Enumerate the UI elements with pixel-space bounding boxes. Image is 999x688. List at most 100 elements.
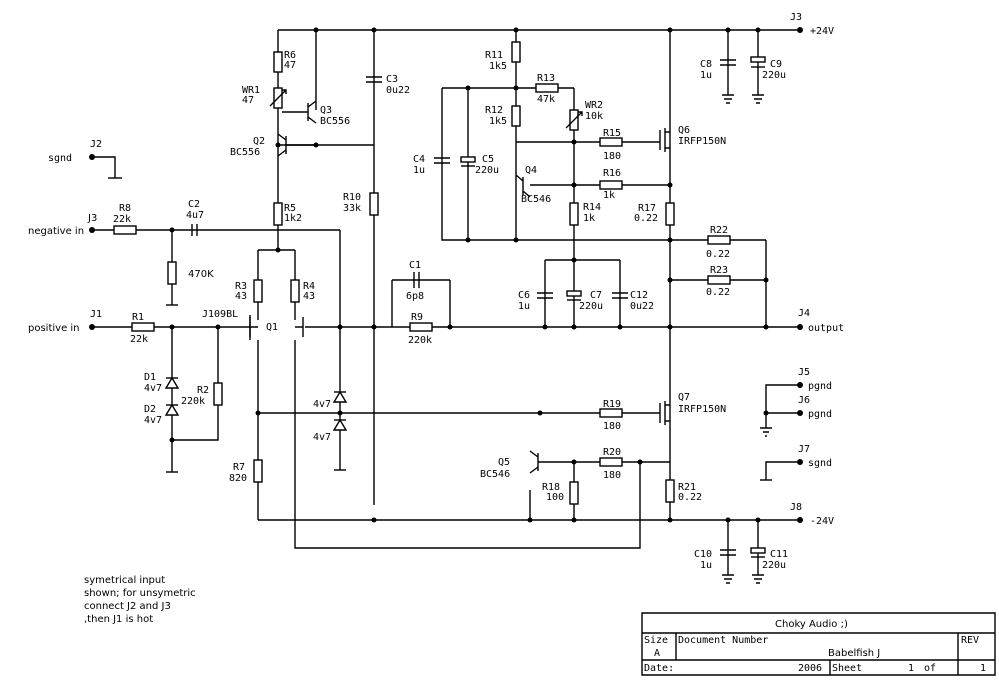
j8-ref: J8 — [790, 502, 802, 513]
r7-ref: R7 — [233, 462, 245, 473]
j8-net: -24V — [810, 516, 834, 527]
c9-value: 220u — [762, 70, 786, 81]
c9-ref: C9 — [770, 59, 782, 70]
r1-value: 22k — [130, 334, 148, 345]
r13-value: 47k — [537, 94, 555, 105]
c3-ref: C3 — [386, 74, 398, 85]
note-line-2: shown; for unsymetric — [84, 588, 196, 599]
j5-net: pgnd — [808, 381, 832, 392]
r13-ref: R13 — [537, 73, 555, 84]
d1-value: 4v7 — [144, 383, 162, 394]
c11-value: 220u — [762, 560, 786, 571]
tb-docnum: Babelfish J — [828, 648, 880, 659]
c12-ref: C12 — [630, 290, 648, 301]
q3-ref: Q3 — [320, 105, 332, 116]
q6-value: IRFP150N — [678, 136, 726, 147]
r19-ref: R19 — [603, 399, 621, 410]
r5-value: 1k2 — [284, 213, 302, 224]
r15-value: 180 — [603, 151, 621, 162]
tb-docnum-label: Document Number — [678, 635, 768, 646]
c5-value: 220u — [475, 165, 499, 176]
note-line-3: connect J2 and J3 — [84, 601, 171, 612]
j7-net: sgnd — [808, 458, 832, 469]
c2-value: 4u7 — [186, 210, 204, 221]
j3b-ref: J3 — [790, 12, 802, 23]
q3-value: BC556 — [320, 116, 350, 127]
q1-ref: Q1 — [266, 322, 278, 333]
r9-value: 220k — [408, 335, 432, 346]
r11-ref: R11 — [485, 50, 503, 61]
r21-ref: R21 — [678, 482, 696, 493]
tb-sheet-num: 1 — [908, 663, 914, 674]
j5-ref: J5 — [798, 367, 810, 378]
c3-value: 0u22 — [386, 85, 410, 96]
r16-ref: R16 — [603, 168, 621, 179]
r5-ref: R5 — [284, 203, 296, 214]
r19-value: 180 — [603, 421, 621, 432]
c7-ref: C7 — [590, 290, 602, 301]
r6-ref: R6 — [284, 50, 296, 61]
tb-date-label: Date: — [644, 663, 674, 674]
q7-value: IRFP150N — [678, 404, 726, 415]
design-note: symetrical input shown; for unsymetric c… — [84, 575, 196, 625]
r18-ref: R18 — [542, 482, 560, 493]
tb-size-label: Size — [644, 635, 668, 646]
junction-dots — [169, 27, 769, 523]
j2-net: sgnd — [48, 153, 72, 164]
tb-of-label: of — [924, 663, 936, 674]
tb-sheet-label: Sheet — [832, 663, 862, 674]
j1-net: positive in — [28, 323, 80, 334]
tb-date: 2006 — [798, 663, 822, 674]
j6-net: pgnd — [808, 409, 832, 420]
diodes — [164, 376, 348, 431]
j2-ref: J2 — [90, 139, 102, 150]
wr2-value: 10k — [585, 111, 603, 122]
r12-value: 1k5 — [489, 116, 507, 127]
j4-net: output — [808, 323, 844, 334]
q5-ref: Q5 — [498, 457, 510, 468]
r9-ref: R9 — [411, 312, 423, 323]
r8-value: 22k — [113, 214, 131, 225]
resistors — [113, 41, 731, 505]
c6-ref: C6 — [518, 290, 530, 301]
c8-value: 1u — [700, 70, 712, 81]
c1-value: 6p8 — [406, 291, 424, 302]
r18-value: 100 — [546, 492, 564, 503]
r3-ref: R3 — [235, 281, 247, 292]
wr1-value: 47 — [242, 95, 254, 106]
r22-value: 0.22 — [706, 249, 730, 260]
r8-ref: R8 — [119, 203, 131, 214]
r10-value: 33k — [343, 203, 361, 214]
tb-sheet-total: 1 — [980, 663, 986, 674]
q4-value: BC546 — [521, 194, 551, 205]
tb-rev-label: REV — [961, 635, 979, 646]
c8-ref: C8 — [700, 59, 712, 70]
r20-value: 180 — [603, 470, 621, 481]
q1-value: J109BL — [202, 309, 238, 320]
capacitors — [191, 56, 766, 558]
c5-ref: C5 — [482, 154, 494, 165]
r15-ref: R15 — [603, 128, 621, 139]
q2-ref: Q2 — [253, 136, 265, 147]
c1-ref: C1 — [409, 260, 421, 271]
r14-ref: R14 — [583, 202, 601, 213]
q5-value: BC546 — [480, 469, 510, 480]
component-labels: R6 47 WR1 47 Q3 BC556 Q2 BC556 C3 0u22 R… — [113, 50, 788, 571]
title-block: Choky Audio ;) Size A Document Number Ba… — [641, 612, 996, 676]
r17-ref: R17 — [638, 203, 656, 214]
c2-ref: C2 — [188, 199, 200, 210]
transistors — [249, 100, 670, 474]
c12-value: 0u22 — [630, 301, 654, 312]
r14-value: 1k — [583, 213, 595, 224]
j6-ref: J6 — [798, 395, 810, 406]
r2-ref: R2 — [197, 385, 209, 396]
r12-ref: R12 — [485, 105, 503, 116]
r470-value: 470K — [188, 269, 214, 280]
r7-value: 820 — [229, 473, 247, 484]
q6-ref: Q6 — [678, 125, 690, 136]
j3a-net: negative in — [28, 226, 84, 237]
r22-ref: R22 — [710, 225, 728, 236]
d2-ref: D2 — [144, 404, 156, 415]
d1-ref: D1 — [144, 372, 156, 383]
r10-ref: R10 — [343, 192, 361, 203]
